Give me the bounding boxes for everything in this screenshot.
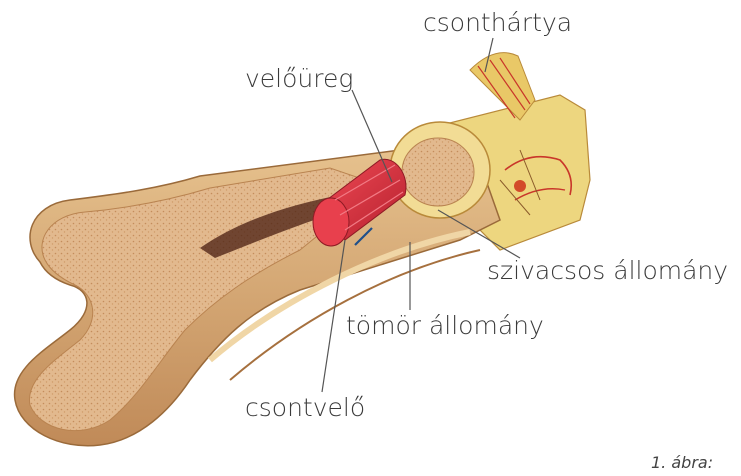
label-periosteum: csonthártya (423, 10, 572, 35)
figure-caption: 1. ábra: (651, 453, 713, 472)
label-compact-bone: tömör állomány (346, 313, 544, 338)
label-medullary-cavity: velőüreg (245, 66, 353, 91)
label-spongy-bone: szivacsos állomány (487, 258, 728, 283)
label-bone-marrow: csontvelő (245, 395, 365, 420)
